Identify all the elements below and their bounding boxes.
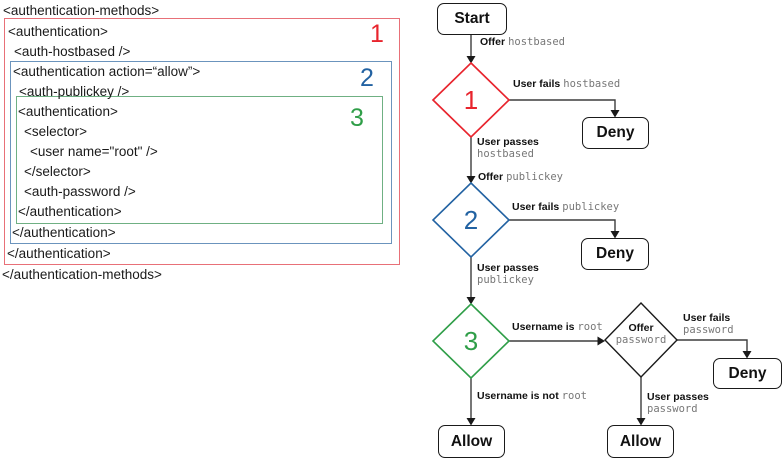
label-mono: publickey <box>562 201 620 213</box>
label-sans: Offer <box>480 36 506 48</box>
arrowhead-down-icon <box>610 110 620 118</box>
label-mono: password <box>647 402 698 415</box>
xml-code-line: <authentication action=“allow”> <box>13 64 201 79</box>
label-mono: publickey <box>477 273 534 286</box>
label-mono: password <box>683 323 734 336</box>
deny-node-1: Deny <box>582 117 649 149</box>
xml-code-line: </authentication> <box>7 246 111 261</box>
arrowhead-down-icon <box>466 176 476 184</box>
xml-code-line: <authentication-methods> <box>3 3 160 18</box>
xml-code-line: <authentication> <box>18 104 118 119</box>
xml-code-line: <auth-password /> <box>24 184 136 199</box>
arrowhead-down-icon <box>636 418 646 426</box>
xml-code-line: <authentication> <box>8 24 108 39</box>
label-mono: hostbased <box>477 147 534 160</box>
region-1-numeral: 1 <box>370 20 384 48</box>
arrowhead-down-icon <box>610 231 620 239</box>
region-1-box <box>4 18 400 265</box>
arrowhead-down-icon <box>742 351 752 359</box>
xml-code-line: <auth-publickey /> <box>19 84 130 99</box>
edge-d2-to-deny2 <box>509 219 616 231</box>
arrowhead-right-icon <box>597 336 605 346</box>
region-2-box <box>10 61 392 244</box>
label-sans: Offer <box>478 171 504 183</box>
xml-code-line: </authentication> <box>18 204 122 219</box>
label-sans: User passes <box>477 136 539 148</box>
decision-1-numeral: 1 <box>463 85 479 115</box>
label-mono: hostbased <box>563 78 621 90</box>
region-3-box <box>16 96 383 224</box>
decision-3-numeral: 3 <box>463 326 479 356</box>
allow-node-2: Allow <box>607 425 674 458</box>
allow-node-1: Allow <box>438 425 505 458</box>
decision-2-numeral: 2 <box>463 205 479 235</box>
arrowhead-down-icon <box>466 418 476 426</box>
label-sans: User passes <box>647 391 709 403</box>
xml-code-line: </authentication-methods> <box>2 267 162 282</box>
edge-d1-to-deny1 <box>509 99 616 110</box>
label-sans: User fails <box>512 201 560 213</box>
arrowhead-down-icon <box>466 56 476 64</box>
label-mono: hostbased <box>508 36 565 48</box>
xml-code-line: </authentication> <box>12 225 116 240</box>
deny-node-3: Deny <box>713 358 782 389</box>
label-mono: root <box>561 390 587 402</box>
start-node: Start <box>437 3 507 35</box>
edge-password-to-deny3 <box>677 339 748 351</box>
arrowhead-down-icon <box>466 297 476 305</box>
offer-text: Offer <box>628 322 654 334</box>
password-diamond-label: Offer password <box>605 322 677 346</box>
decision-1-diamond <box>431 61 511 139</box>
decision-2-diamond <box>431 181 511 259</box>
xml-code-line: <auth-hostbased /> <box>14 44 131 59</box>
label-sans: User fails <box>513 78 561 90</box>
password-text: password <box>615 334 667 346</box>
region-2-numeral: 2 <box>360 64 374 92</box>
label-sans: Username is not <box>477 390 559 402</box>
xml-code-line: </selector> <box>24 164 91 179</box>
deny-node-2: Deny <box>581 238 649 270</box>
label-sans: Username is <box>512 321 575 333</box>
label-sans: User fails <box>683 312 731 324</box>
label-sans: User passes <box>477 262 539 274</box>
label-mono: root <box>577 321 603 333</box>
label-mono: publickey <box>506 171 563 183</box>
decision-3-diamond <box>431 302 511 380</box>
region-3-numeral: 3 <box>350 104 364 132</box>
xml-code-line: <user name="root" /> <box>30 144 158 159</box>
xml-code-line: <selector> <box>24 124 88 139</box>
decision-password-diamond <box>604 301 678 379</box>
